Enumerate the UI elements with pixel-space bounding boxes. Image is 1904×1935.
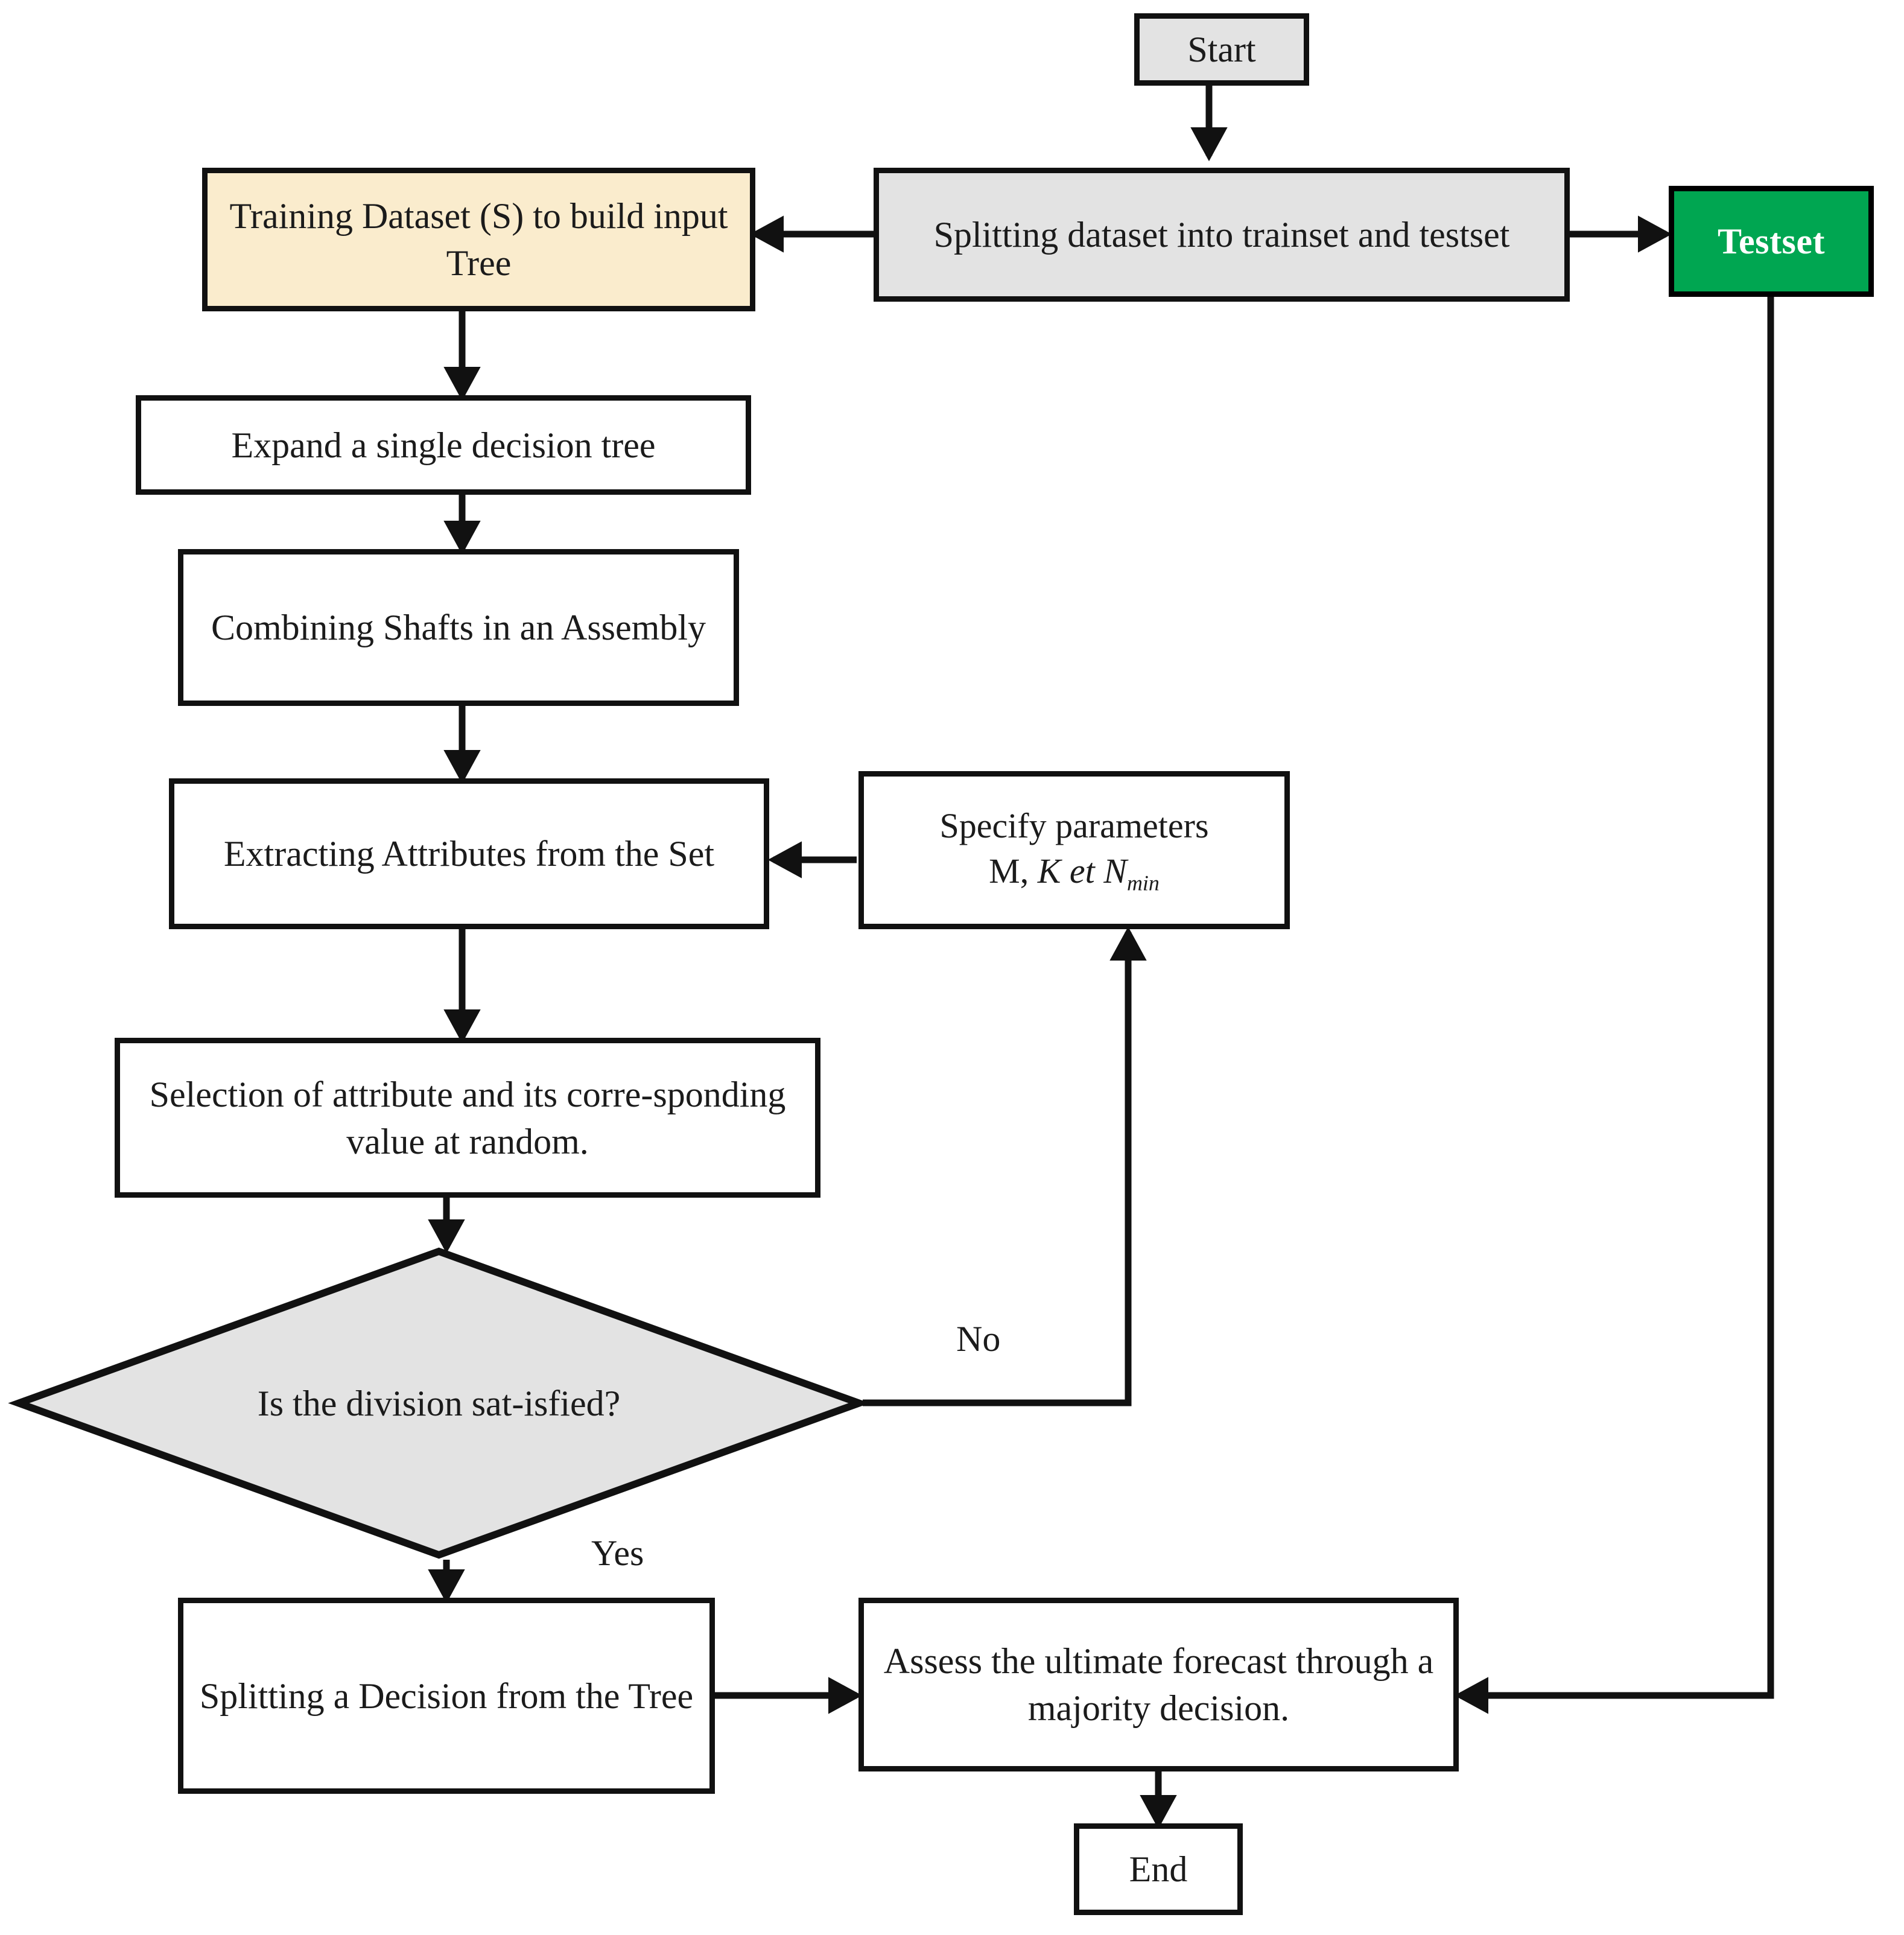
node-end-label: End bbox=[1129, 1849, 1188, 1889]
node-splitting-decision[interactable]: Splitting a Decision from the Tree bbox=[178, 1598, 715, 1794]
node-combining-shafts[interactable]: Combining Shafts in an Assembly bbox=[178, 549, 739, 706]
node-start-label: Start bbox=[1187, 30, 1256, 69]
node-splitting-decision-label: Splitting a Decision from the Tree bbox=[199, 1676, 694, 1716]
node-selection-attribute-label: Selection of attribute and its corre-spo… bbox=[149, 1074, 786, 1161]
decision-diamond-shape bbox=[8, 1247, 870, 1559]
node-specify-parameters-label: Specify parameters M, K et Nmin bbox=[872, 803, 1276, 898]
node-expand-tree[interactable]: Expand a single decision tree bbox=[136, 395, 751, 495]
node-extract-attributes-label: Extracting Attributes from the Set bbox=[223, 834, 715, 874]
edge-label-yes: Yes bbox=[591, 1533, 644, 1573]
params-line1: Specify parameters bbox=[939, 805, 1209, 845]
node-training-dataset[interactable]: Training Dataset (S) to build input Tree bbox=[202, 168, 755, 311]
params-line2-k: K et bbox=[1037, 851, 1095, 891]
node-end[interactable]: End bbox=[1074, 1823, 1243, 1915]
node-testset[interactable]: Testset bbox=[1669, 186, 1874, 297]
node-assess-forecast-label: Assess the ultimate forecast through a m… bbox=[883, 1641, 1434, 1728]
node-testset-label: Testset bbox=[1718, 221, 1825, 261]
edge-testset-to-assess bbox=[1454, 297, 1774, 1714]
node-training-dataset-label: Training Dataset (S) to build input Tree bbox=[229, 196, 728, 283]
edge-label-no: No bbox=[956, 1319, 1001, 1359]
node-decision-division[interactable]: Is the division sat-isfied? bbox=[8, 1247, 870, 1559]
node-extract-attributes[interactable]: Extracting Attributes from the Set bbox=[169, 778, 769, 929]
node-specify-parameters[interactable]: Specify parameters M, K et Nmin bbox=[858, 771, 1290, 929]
node-combining-shafts-label: Combining Shafts in an Assembly bbox=[211, 608, 706, 647]
node-expand-tree-label: Expand a single decision tree bbox=[231, 425, 656, 465]
params-line2-subscript: min bbox=[1126, 871, 1160, 895]
node-split-dataset-label: Splitting dataset into trainset and test… bbox=[933, 215, 1510, 255]
node-start[interactable]: Start bbox=[1134, 13, 1309, 86]
node-split-dataset[interactable]: Splitting dataset into trainset and test… bbox=[874, 168, 1570, 302]
node-selection-attribute[interactable]: Selection of attribute and its corre-spo… bbox=[115, 1038, 820, 1198]
node-assess-forecast[interactable]: Assess the ultimate forecast through a m… bbox=[858, 1598, 1459, 1771]
params-line2-n: N bbox=[1103, 851, 1127, 891]
params-line2-m: M, bbox=[989, 851, 1029, 891]
